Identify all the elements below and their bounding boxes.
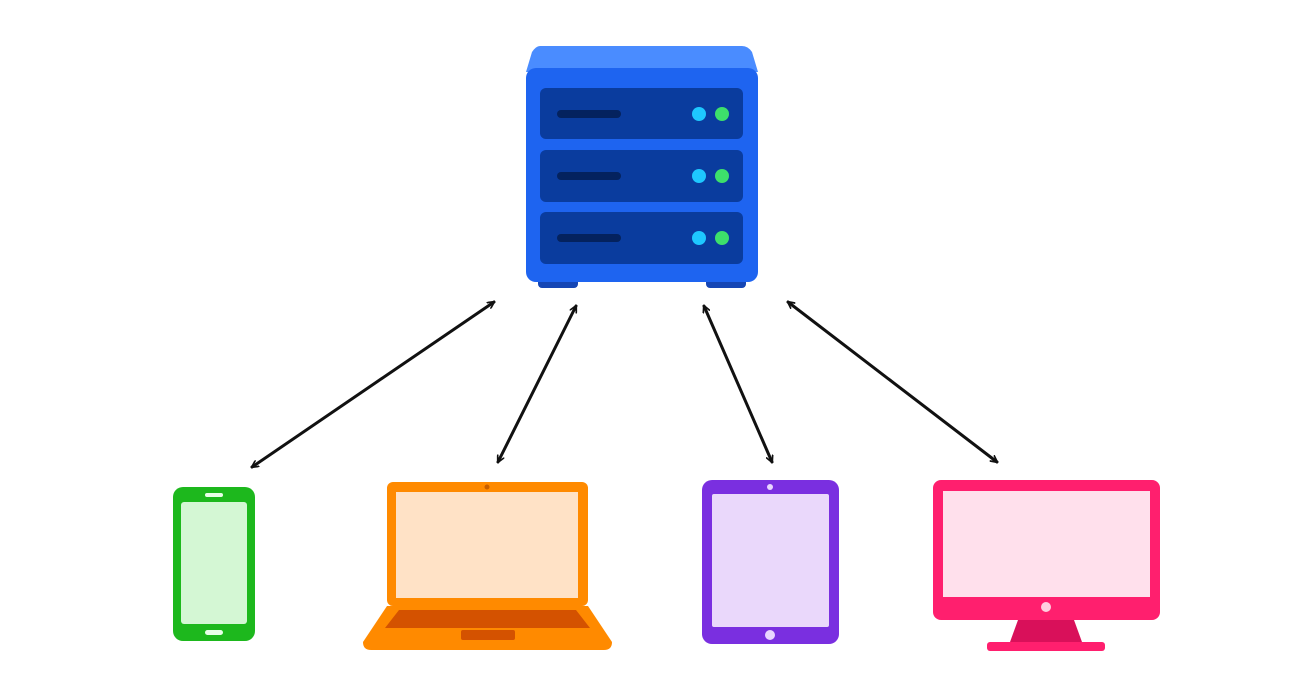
status-led-icon xyxy=(715,231,729,245)
server-rack-icon xyxy=(526,46,758,288)
connection-arrows xyxy=(250,300,999,469)
status-led-icon xyxy=(692,107,706,121)
server-slot-2 xyxy=(540,150,743,202)
status-led-icon xyxy=(692,231,706,245)
server-slot-1 xyxy=(540,88,743,139)
arrow-server-laptop xyxy=(496,304,578,464)
server-slot-3 xyxy=(540,212,743,264)
status-led-icon xyxy=(715,107,729,121)
desktop-monitor-icon xyxy=(933,480,1160,651)
arrow-server-phone xyxy=(250,300,496,469)
status-led-icon xyxy=(715,169,729,183)
smartphone-icon xyxy=(173,487,255,641)
laptop-icon xyxy=(363,482,612,650)
arrow-server-desktop xyxy=(786,300,999,464)
tablet-icon xyxy=(702,480,839,644)
arrow-server-tablet xyxy=(702,304,774,464)
status-led-icon xyxy=(692,169,706,183)
